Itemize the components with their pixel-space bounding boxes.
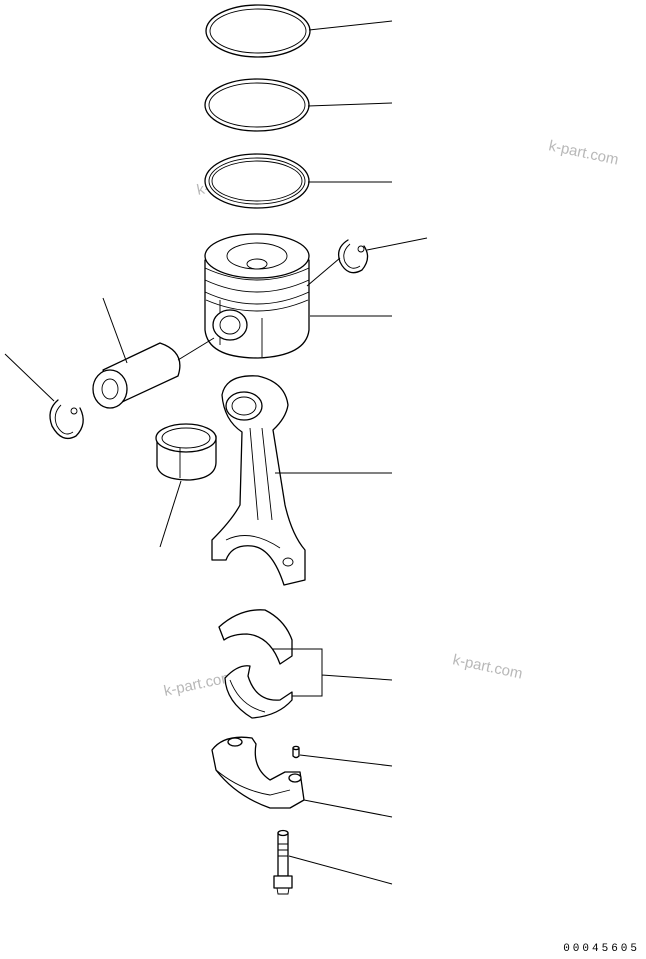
watermark-1: k-part.com <box>547 137 620 168</box>
leader-piston-pin <box>102 297 128 364</box>
leader-ring-1 <box>308 20 393 31</box>
dowel-pin[interactable] <box>292 745 300 759</box>
leader-ring-2 <box>307 102 393 107</box>
connecting-rod-bearing-pair[interactable] <box>218 609 293 719</box>
piston[interactable] <box>204 233 310 359</box>
leader-bolt <box>288 855 393 885</box>
leader-lines <box>4 20 428 885</box>
connecting-rod[interactable] <box>211 375 306 586</box>
small-end-bushing[interactable] <box>155 423 217 481</box>
second-piston-ring[interactable] <box>204 78 310 132</box>
cap-bolt[interactable] <box>273 829 293 895</box>
leader-cap <box>303 799 393 818</box>
leader-pin-to-piston <box>177 337 215 361</box>
watermark-4: k-part.com <box>162 669 235 700</box>
leader-bearing-pair <box>272 648 393 697</box>
leader-piston-to-snap <box>306 257 341 287</box>
watermark-3: k-part.com <box>451 651 524 682</box>
piston-pin[interactable] <box>92 342 181 409</box>
top-piston-ring[interactable] <box>205 4 311 58</box>
oil-ring[interactable] <box>204 153 310 209</box>
figure-code: 00045605 <box>563 943 640 955</box>
piston-pin-snap-ring-left[interactable] <box>49 399 84 440</box>
leader-dowel-pin <box>299 754 393 767</box>
leader-snap-ring-right <box>366 237 428 251</box>
leader-snap-ring-left <box>4 353 55 402</box>
piston-pin-snap-ring-right[interactable] <box>337 239 369 274</box>
connecting-rod-cap[interactable] <box>211 736 305 809</box>
leader-bushing <box>159 480 182 548</box>
